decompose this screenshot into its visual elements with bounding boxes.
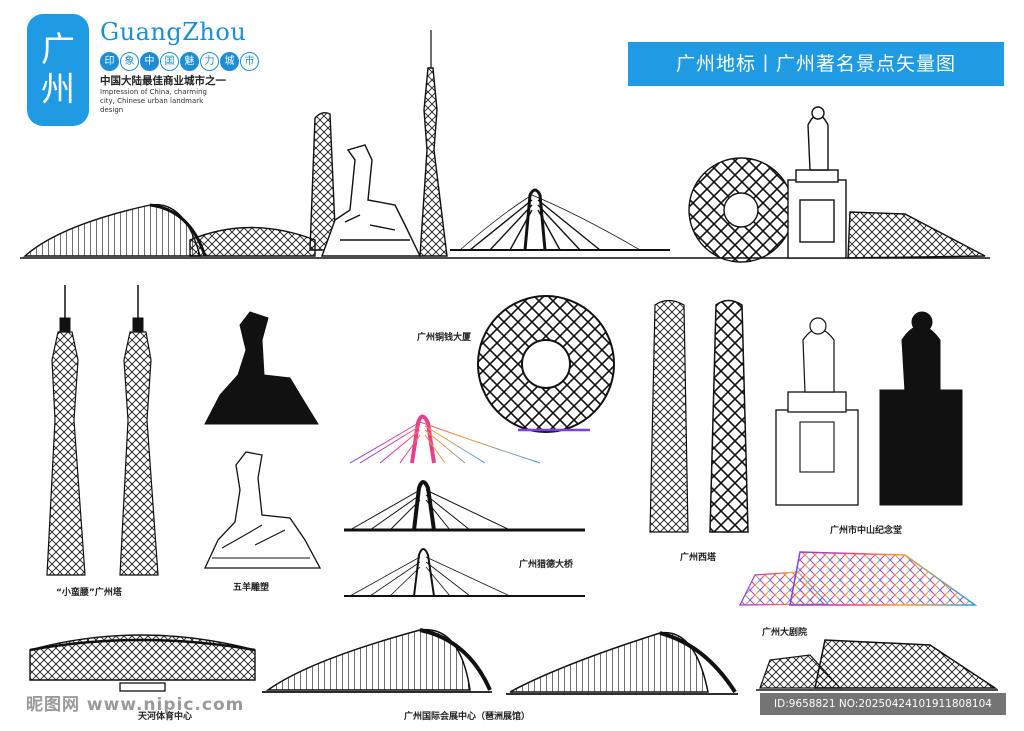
- tag-chip: 国: [160, 52, 179, 71]
- label-guangzhou-circle: 广州铜钱大厦: [417, 333, 472, 343]
- label-opera-house: 广州大剧院: [762, 628, 808, 638]
- tag-chip: 中: [140, 52, 159, 71]
- opera-house-illustration: [736, 551, 978, 607]
- label-expo-center: 广州国际会展中心（琶洲展馆）: [404, 712, 531, 722]
- brand-name: GuangZhou: [100, 18, 247, 46]
- tag-chip: 象: [120, 52, 139, 71]
- english-description: Impression of China, charming city, Chin…: [100, 88, 207, 114]
- guangzhou-circle-illustration: [477, 295, 615, 433]
- bridge-illustrations: [344, 414, 585, 597]
- skyline-panorama: [20, 30, 990, 263]
- city-logo-badge: 广 州: [27, 14, 89, 126]
- bottom-row-illustrations: [29, 628, 998, 695]
- canton-tower-illustrations: [46, 285, 159, 576]
- tag-chip: 市: [240, 52, 259, 71]
- west-tower-illustrations: [649, 299, 749, 533]
- label-five-goats: 五羊雕塑: [233, 583, 270, 593]
- logo-char-1: 广: [41, 30, 75, 70]
- tag-chip: 城: [220, 52, 239, 71]
- tagline-chips: 印 象 中 国 魅 力 城 市: [100, 52, 259, 71]
- label-haixin-bridge: 广州猎德大桥: [519, 560, 574, 570]
- label-sun-yatsen: 广州市中山纪念堂: [830, 526, 903, 536]
- subtitle: 中国大陆最佳商业城市之一: [100, 75, 226, 87]
- five-goats-illustrations: [203, 311, 322, 569]
- sun-yatsen-illustrations: [775, 311, 963, 506]
- watermark-text: 昵图网 www.nipic.com: [26, 695, 245, 715]
- tag-chip: 魅: [180, 52, 199, 71]
- banner-title: 广州地标丨广州著名景点矢量图: [628, 42, 1004, 86]
- label-canton-tower: “小蛮腰”广州塔: [56, 588, 122, 598]
- image-id-bar: ID:9658821 NO:20250424101911808104: [760, 693, 1006, 715]
- tag-chip: 力: [200, 52, 219, 71]
- logo-char-2: 州: [41, 70, 75, 110]
- tag-chip: 印: [100, 52, 119, 71]
- label-west-tower: 广州西塔: [680, 553, 717, 563]
- label-tianhe-stadium: 天河体育中心: [138, 712, 193, 722]
